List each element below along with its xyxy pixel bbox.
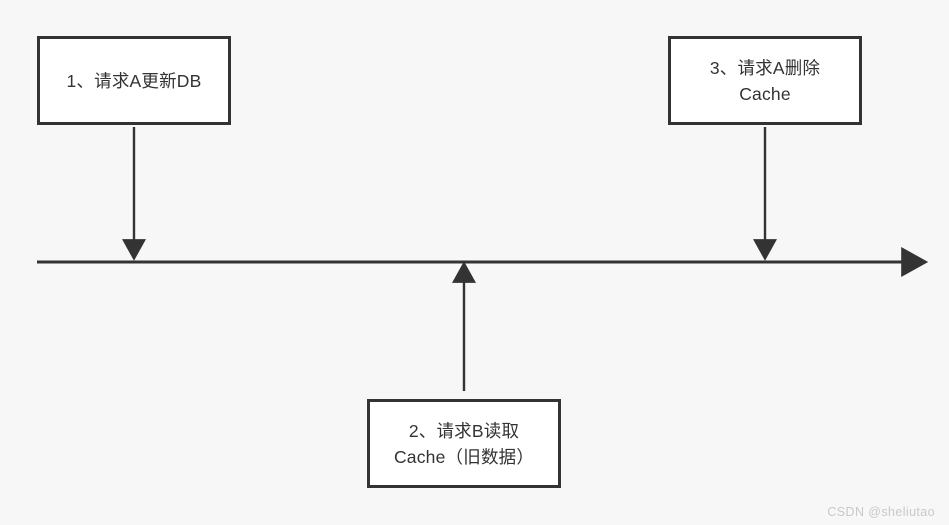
- diagram-node-step-2[interactable]: 2、请求B读取 Cache（旧数据）: [367, 399, 561, 488]
- diagram-node-step-1[interactable]: 1、请求A更新DB: [37, 36, 231, 125]
- diagram-node-step-3[interactable]: 3、请求A删除 Cache: [668, 36, 862, 125]
- watermark-label: CSDN @sheliutao: [827, 505, 935, 519]
